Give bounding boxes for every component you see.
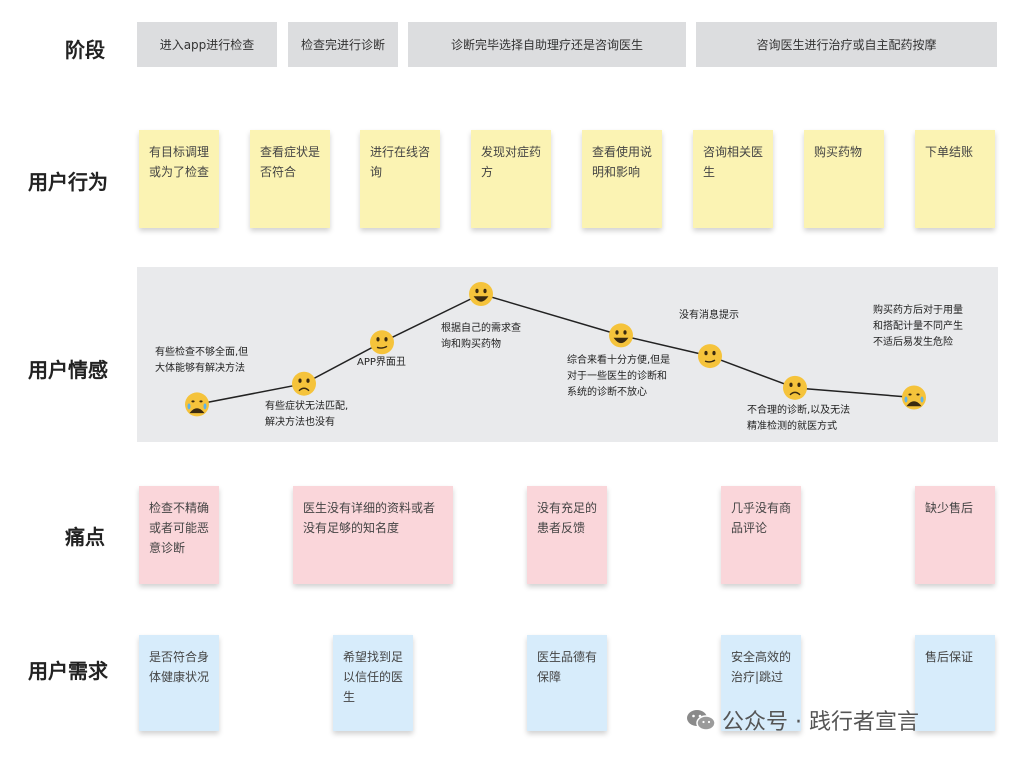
need-note: 希望找到足以信任的医生	[333, 635, 413, 731]
behavior-note: 下单结账	[915, 130, 995, 228]
emotion-note: 根据自己的需求查 询和购买药物	[441, 323, 521, 350]
emotion-note: 有些症状无法匹配, 解决方法也没有	[265, 401, 349, 428]
behavior-note: 咨询相关医生	[693, 130, 773, 228]
emotion-note: 综合来看十分方便,但是 对于一些医生的诊断和 系统的诊断不放心	[567, 355, 671, 398]
watermark-text: 公众号 · 践行者宣言	[722, 710, 919, 735]
row-label-pain: 痛点	[65, 525, 105, 549]
pain-note: 没有充足的患者反馈	[527, 486, 607, 584]
emoji-sad-icon	[292, 371, 316, 396]
emoji-cry-icon	[185, 392, 209, 417]
behavior-note: 发现对症药方	[471, 130, 551, 228]
stage-bar: 进入app进行检查	[137, 22, 277, 67]
pain-note: 几乎没有商品评论	[721, 486, 801, 584]
behavior-note: 有目标调理或为了检查	[139, 130, 219, 228]
emotion-note: 购买药方后对于用量 和搭配计量不同产生 不适后易发生危险	[873, 305, 963, 348]
need-note: 售后保证	[915, 635, 995, 731]
row-label-emotion: 用户情感	[28, 358, 108, 382]
emotion-panel: 有些检查不够全面,但 大体能够有解决方法 有些症状无法匹配, 解决方法也没有 A…	[137, 267, 998, 442]
emoji-happy-icon	[609, 323, 633, 348]
emotion-note: 没有消息提示	[679, 310, 739, 321]
need-note: 医生品德有保障	[527, 635, 607, 731]
row-label-needs: 用户需求	[28, 659, 108, 683]
row-label-stage: 阶段	[65, 38, 105, 62]
emoji-happy-icon	[469, 282, 493, 306]
emotion-curve	[185, 282, 926, 417]
emotion-note: 有些检查不够全面,但 大体能够有解决方法	[155, 347, 249, 374]
behavior-note: 购买药物	[804, 130, 884, 228]
behavior-note: 查看使用说明和影响	[582, 130, 662, 228]
pain-note: 医生没有详细的资料或者没有足够的知名度	[293, 486, 453, 584]
stage-bar: 检查完进行诊断	[288, 22, 398, 67]
emoji-neutral-icon	[698, 344, 722, 369]
emotion-note: APP界面丑	[357, 357, 406, 368]
pain-note: 检查不精确或者可能恶意诊断	[139, 486, 219, 584]
need-note: 安全高效的治疗|跳过	[721, 635, 801, 731]
watermark: 公众号 · 践行者宣言	[686, 704, 919, 736]
pain-note: 缺少售后	[915, 486, 995, 584]
wechat-icon	[686, 708, 716, 732]
stage-bar: 诊断完毕选择自助理疗还是咨询医生	[408, 22, 686, 67]
behavior-note: 进行在线咨询	[360, 130, 440, 228]
behavior-note: 查看症状是否符合	[250, 130, 330, 228]
emoji-sad-icon	[783, 375, 807, 400]
emoji-neutral-icon	[370, 330, 394, 355]
stage-bar: 咨询医生进行治疗或自主配药按摩	[696, 22, 997, 67]
need-note: 是否符合身体健康状况	[139, 635, 219, 731]
emoji-cry-icon	[902, 385, 926, 410]
row-label-behavior: 用户行为	[28, 170, 108, 194]
emotion-note: 不合理的诊断,以及无法 精准检测的就医方式	[747, 405, 851, 432]
